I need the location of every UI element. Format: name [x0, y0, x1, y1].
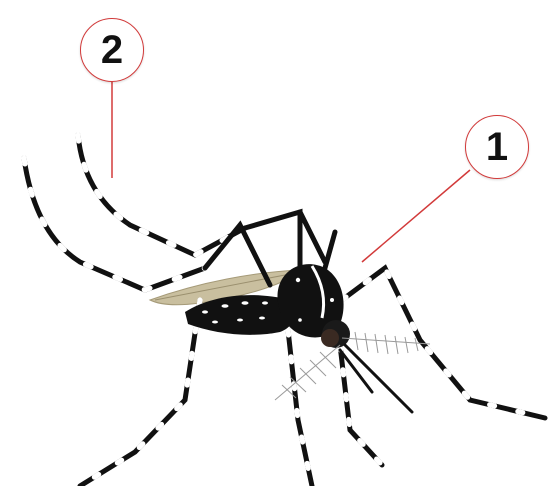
eye [321, 329, 339, 347]
hind-leg-right [78, 135, 245, 255]
leader-line-1 [362, 170, 470, 262]
hind-leg-left [24, 158, 205, 290]
callout-2: 2 [80, 18, 144, 82]
proboscis [345, 345, 412, 412]
callout-1: 1 [465, 115, 529, 179]
